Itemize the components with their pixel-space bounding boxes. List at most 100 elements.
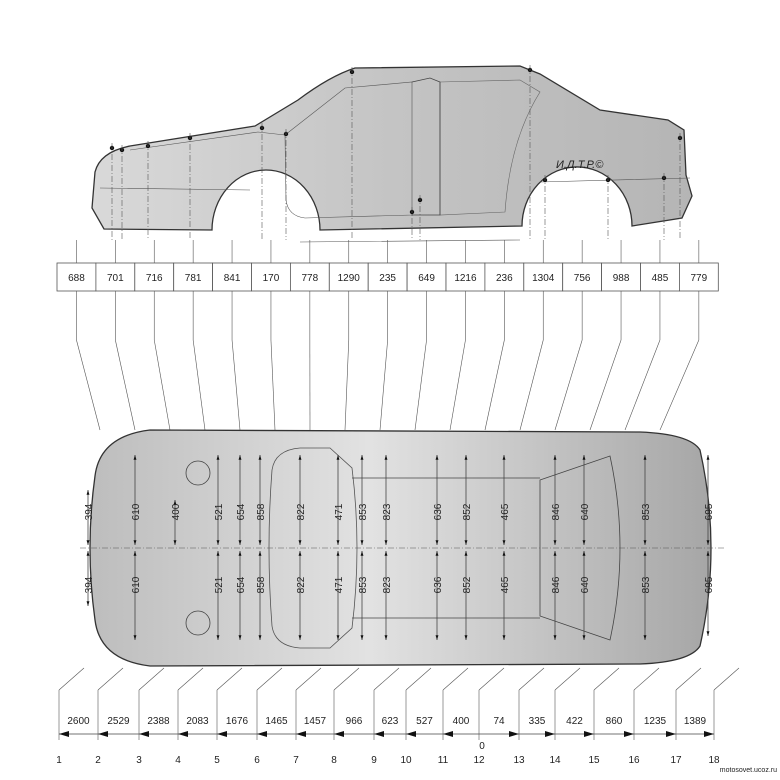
width-dimension-label: 640	[580, 503, 591, 520]
width-dimension-label: 400	[171, 503, 182, 520]
arrowhead	[666, 731, 676, 737]
leader-line	[98, 668, 123, 690]
station-number: 7	[293, 755, 299, 766]
width-dimension-label: 852	[462, 503, 473, 520]
width-dimension-label: 853	[641, 503, 652, 520]
width-dimension-label: 654	[236, 576, 247, 593]
arrowhead	[545, 731, 555, 737]
width-dimension-label: 654	[236, 503, 247, 520]
width-dimension-label: 465	[500, 576, 511, 593]
leader-line	[625, 340, 660, 430]
width-dimension-label: 610	[131, 503, 142, 520]
station-number: 3	[136, 755, 142, 766]
width-dimension-label: 858	[256, 503, 267, 520]
width-dimension-label: 695	[704, 503, 715, 520]
station-number: 14	[549, 755, 561, 766]
length-dimension-value: 2600	[67, 716, 90, 727]
leader-line	[257, 668, 282, 690]
leader-line	[406, 668, 431, 690]
arrowhead	[139, 731, 149, 737]
width-dimension-label: 636	[433, 503, 444, 520]
height-dimension-value: 701	[107, 273, 124, 284]
height-dimension-value: 688	[68, 273, 85, 284]
height-dimension-value: 485	[652, 273, 669, 284]
height-dimension-value: 235	[379, 273, 396, 284]
leader-line	[334, 668, 359, 690]
height-dimension-value: 778	[302, 273, 319, 284]
arrowhead	[334, 731, 344, 737]
side-view-body-outline	[92, 66, 692, 230]
width-dimension-label: 471	[334, 576, 345, 593]
arrowhead	[98, 731, 108, 737]
station-number: 5	[214, 755, 220, 766]
arrowhead	[509, 731, 519, 737]
leader-line	[519, 668, 544, 690]
leader-line	[296, 668, 321, 690]
leader-line	[714, 668, 739, 690]
length-dimension-value: 2388	[147, 716, 170, 727]
leader-line	[193, 340, 205, 430]
length-dimension-value: 1389	[684, 716, 707, 727]
watermark-url: motosovet.ucoz.ru	[720, 767, 777, 774]
length-dimension-value: 1465	[265, 716, 288, 727]
station-number: 4	[175, 755, 181, 766]
watermark-logo: И.Д.Т.Р.©	[556, 159, 604, 171]
leader-line	[139, 668, 164, 690]
station-number: 9	[371, 755, 377, 766]
leader-line	[345, 340, 349, 430]
height-dimension-value: 649	[418, 273, 435, 284]
height-dimension-value: 1216	[454, 273, 477, 284]
length-dimension-value: 2083	[186, 716, 209, 727]
leader-line	[590, 340, 621, 430]
width-dimension-label: 521	[214, 576, 225, 593]
length-dimension-value: 335	[529, 716, 546, 727]
arrowhead	[257, 731, 267, 737]
width-dimension-label: 846	[551, 576, 562, 593]
leader-line	[555, 340, 582, 430]
width-dimension-label: 823	[382, 576, 393, 593]
height-dimension-value: 170	[263, 273, 280, 284]
arrowhead	[443, 731, 453, 737]
length-dimension-value: 966	[346, 716, 363, 727]
width-dimension-label: 853	[358, 576, 369, 593]
length-dimension-value: 74	[493, 716, 505, 727]
leader-line	[217, 668, 242, 690]
width-dimension-label: 852	[462, 576, 473, 593]
leader-line	[594, 668, 619, 690]
height-dimension-value: 1290	[338, 273, 361, 284]
length-dimension-value: 422	[566, 716, 583, 727]
width-dimension-label: 640	[580, 576, 591, 593]
length-dimension-value: 527	[416, 716, 433, 727]
width-dimension-label: 636	[433, 576, 444, 593]
leader-line	[76, 340, 100, 430]
leader-line	[154, 340, 170, 430]
height-dimension-value: 779	[691, 273, 708, 284]
height-dimension-value: 781	[185, 273, 202, 284]
length-dimension-value: 860	[606, 716, 623, 727]
station-number: 18	[708, 755, 720, 766]
width-dimension-label: 853	[358, 503, 369, 520]
leader-line	[443, 668, 468, 690]
arrowhead	[217, 731, 227, 737]
side-view: И.Д.Т.Р.©	[92, 65, 692, 242]
leader-line	[660, 340, 699, 430]
height-dimension-value: 841	[224, 273, 241, 284]
leader-line	[634, 668, 659, 690]
station-number: 8	[331, 755, 337, 766]
arrowhead	[406, 731, 416, 737]
length-dimension-value: 1235	[644, 716, 667, 727]
station-number: 6	[254, 755, 260, 766]
arrowhead	[178, 731, 188, 737]
station-number: 11	[438, 755, 449, 766]
arrowhead	[704, 731, 714, 737]
station-number: 2	[95, 755, 101, 766]
leader-line	[555, 668, 580, 690]
arrowhead	[296, 731, 306, 737]
leader-line	[271, 340, 275, 430]
station-number: 13	[513, 755, 525, 766]
height-dimension-value: 1304	[532, 273, 555, 284]
